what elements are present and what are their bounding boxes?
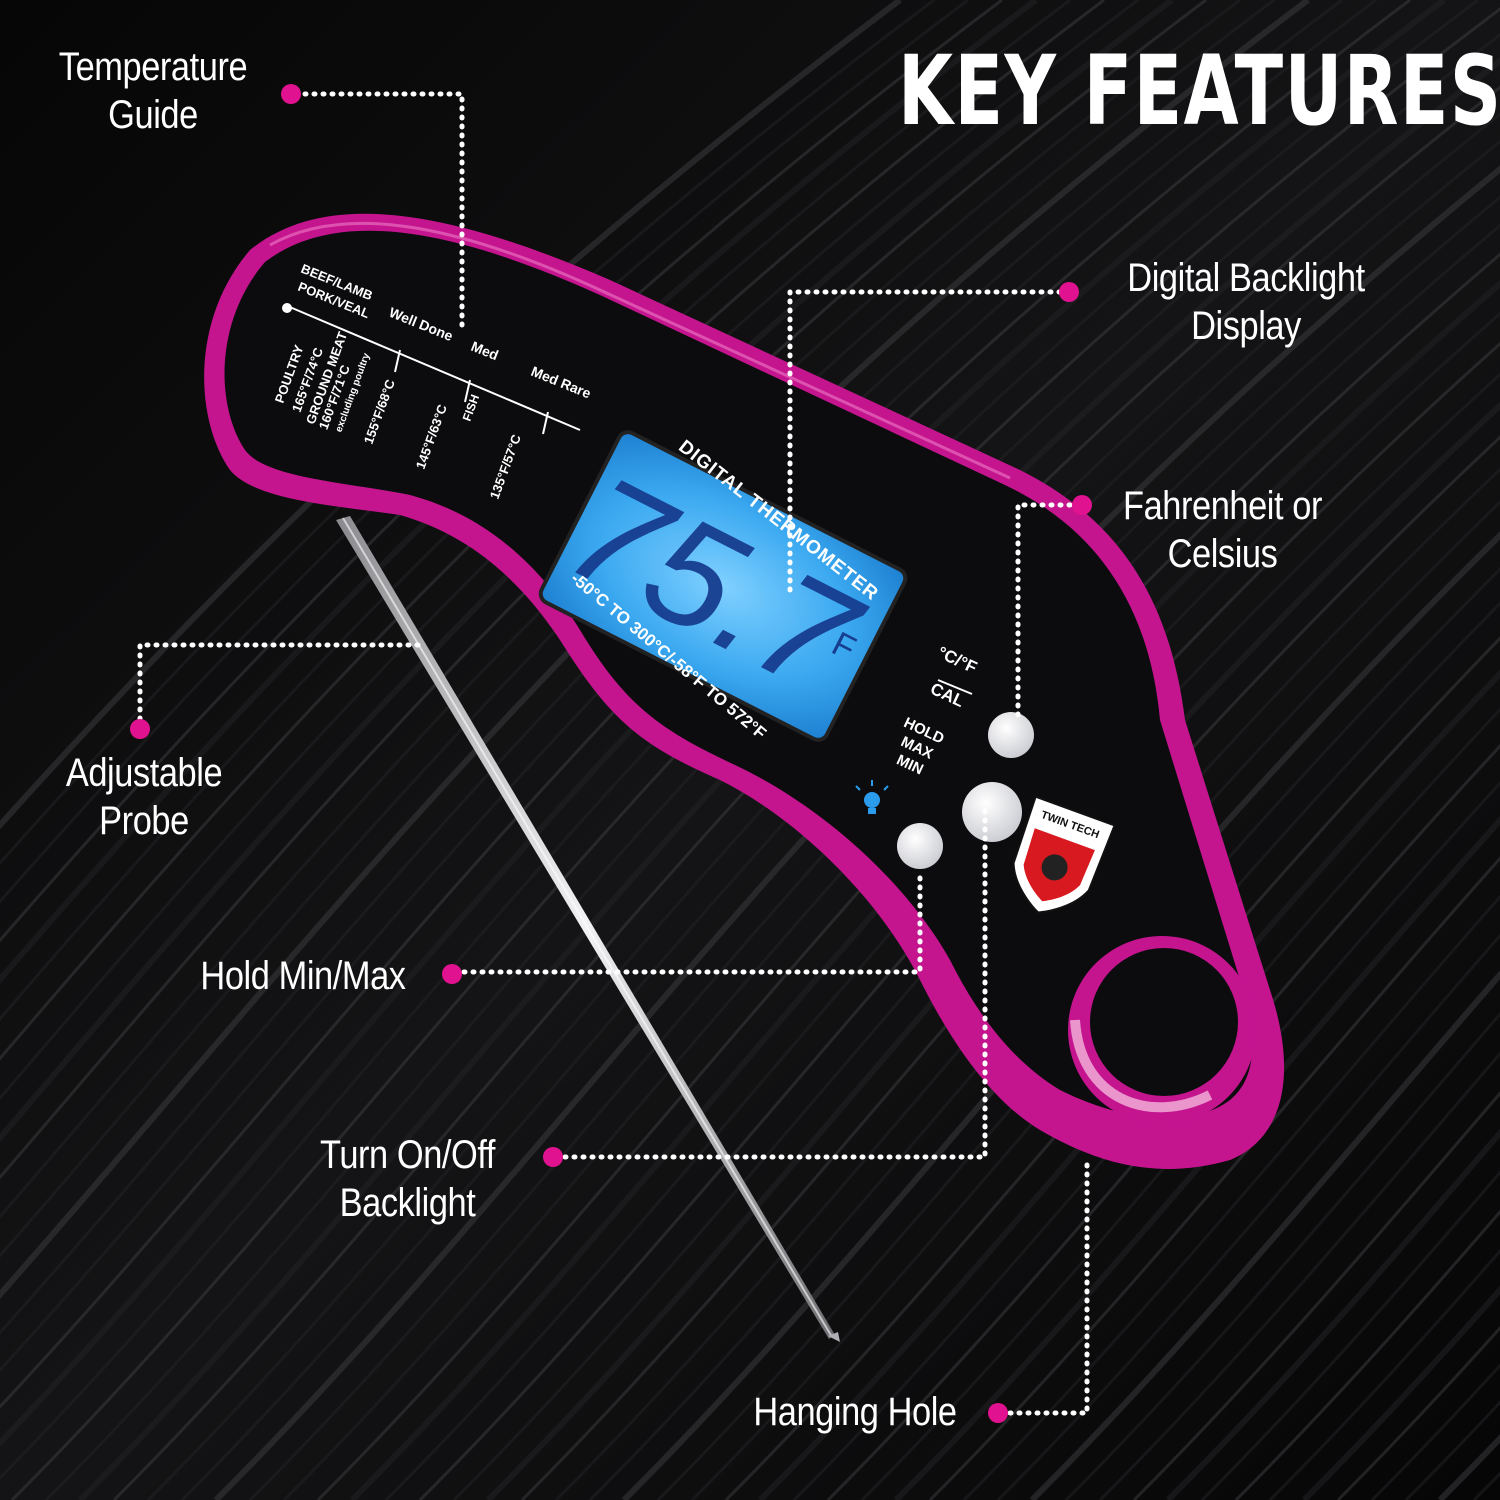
background-streak bbox=[893, 816, 1500, 1500]
background-streak bbox=[0, 0, 1411, 1409]
background-streak bbox=[724, 636, 1500, 1500]
hold-button[interactable] bbox=[962, 782, 1022, 842]
background-streak bbox=[690, 601, 1500, 1500]
callout-text: Display bbox=[1191, 304, 1301, 348]
dot-hold bbox=[442, 964, 462, 984]
brand-logo: TWIN TECH bbox=[1012, 795, 1116, 914]
background-streak bbox=[826, 743, 1500, 1500]
unit-toggle-button[interactable] bbox=[988, 712, 1034, 758]
background-streak bbox=[1132, 1091, 1500, 1500]
callout-text: Digital Backlight bbox=[1127, 256, 1365, 300]
background-streak bbox=[0, 0, 1071, 1022]
callout-fahrenheit-celsius: Fahrenheit or Celsius bbox=[1109, 482, 1337, 578]
dot-probe bbox=[130, 719, 150, 739]
dot-temperature-guide bbox=[281, 84, 301, 104]
background-streak bbox=[0, 0, 969, 904]
background-streak bbox=[1268, 1248, 1500, 1500]
dot-fahrenheit bbox=[1072, 495, 1092, 515]
callout-text: Backlight bbox=[339, 1181, 476, 1225]
lightbulb-icon bbox=[855, 780, 889, 814]
callout-text: Hold Min/Max bbox=[200, 954, 406, 998]
background-streak bbox=[0, 0, 1377, 1373]
background-streak bbox=[10, 7, 1500, 1500]
background-streak bbox=[1301, 1285, 1500, 1500]
background-streak bbox=[0, 0, 1343, 1335]
background-streak bbox=[962, 894, 1500, 1500]
background-streak bbox=[1098, 1051, 1500, 1500]
background-streak bbox=[792, 707, 1500, 1500]
background-streak bbox=[928, 856, 1500, 1500]
callout-hold-min-max: Hold Min/Max bbox=[187, 952, 419, 1000]
dot-hanging-hole bbox=[988, 1403, 1008, 1423]
background-streak bbox=[44, 32, 1500, 1500]
background-streak bbox=[1200, 1170, 1500, 1500]
callout-adjustable-probe: Adjustable Probe bbox=[49, 749, 238, 845]
dot-digital-display bbox=[1059, 282, 1079, 302]
callout-text: Celsius bbox=[1167, 532, 1278, 576]
background-streak bbox=[0, 0, 1038, 984]
background-streak bbox=[0, 0, 1310, 1299]
background-streak bbox=[656, 567, 1500, 1500]
dot-backlight bbox=[543, 1147, 563, 1167]
background-streak bbox=[180, 139, 1500, 1500]
background-streak bbox=[0, 0, 1003, 943]
callout-digital-backlight-display: Digital Backlight Display bbox=[1108, 254, 1383, 350]
background-streak bbox=[112, 85, 1500, 1500]
callout-text: Turn On/Off bbox=[320, 1133, 495, 1177]
callout-text: Adjustable bbox=[65, 751, 223, 795]
background-streak bbox=[0, 0, 935, 866]
callout-backlight-toggle: Turn On/Off Backlight bbox=[306, 1131, 508, 1227]
background-streak bbox=[1064, 1011, 1500, 1500]
background-streak bbox=[860, 780, 1500, 1500]
callout-temperature-guide: Temperature Guide bbox=[46, 43, 261, 139]
background-streak bbox=[1165, 1128, 1500, 1500]
background-streak bbox=[1234, 1209, 1500, 1500]
page-title: KEY FEATURES bbox=[898, 35, 1500, 147]
background-streak bbox=[0, 0, 1174, 1143]
callout-text: Temperature bbox=[58, 45, 248, 89]
callout-text: Fahrenheit or bbox=[1122, 484, 1323, 528]
probe bbox=[336, 516, 840, 1342]
background-streak bbox=[0, 0, 1207, 1180]
background-streak bbox=[1029, 970, 1500, 1500]
background-streak bbox=[77, 57, 1500, 1500]
callout-text: Probe bbox=[99, 799, 189, 843]
background-streak bbox=[0, 0, 1241, 1219]
backlight-button[interactable] bbox=[897, 823, 943, 869]
background-streak bbox=[0, 0, 1446, 1448]
background-streak bbox=[0, 0, 1275, 1259]
background-streak bbox=[0, 0, 1139, 1101]
callout-text: Guide bbox=[108, 93, 198, 137]
background-streak bbox=[996, 933, 1500, 1500]
hanging-hole bbox=[1090, 948, 1238, 1096]
background-streak bbox=[621, 531, 1500, 1500]
background-streak bbox=[146, 112, 1500, 1500]
callout-dots bbox=[130, 84, 1092, 1423]
callout-leaders bbox=[137, 91, 1090, 1416]
callout-text: Hanging Hole bbox=[753, 1390, 957, 1434]
callout-hanging-hole: Hanging Hole bbox=[748, 1388, 963, 1436]
background-streak bbox=[757, 669, 1500, 1500]
background-streak bbox=[0, 0, 1105, 1061]
